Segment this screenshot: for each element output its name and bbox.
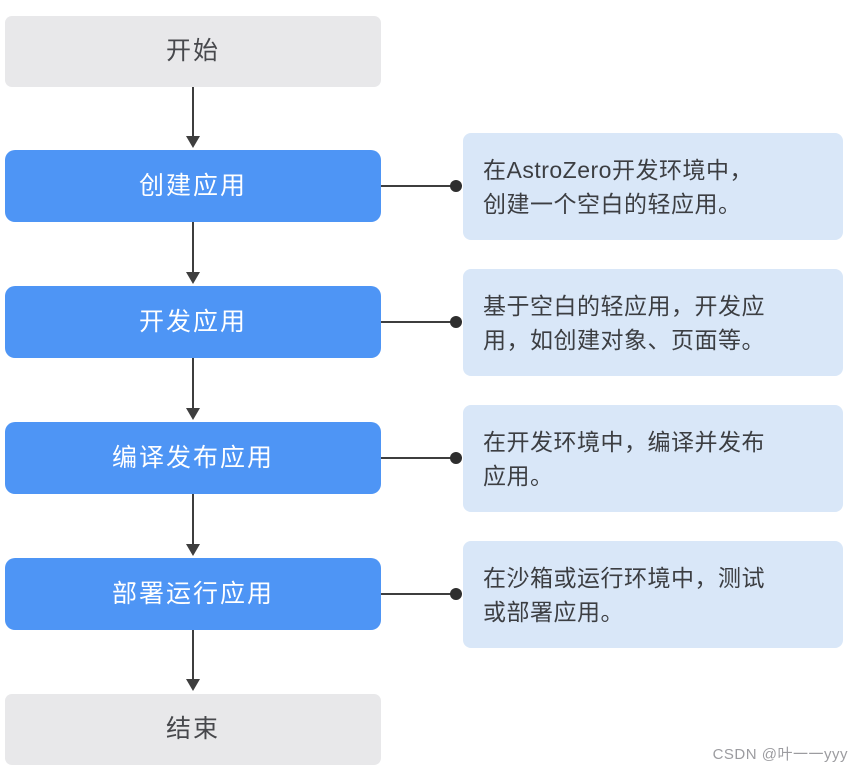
callout-connector-line — [381, 457, 453, 459]
flow-node-compile-publish-label: 编译发布应用 — [111, 443, 274, 472]
callout-connector-line — [381, 593, 453, 595]
flow-node-develop-app-label: 开发应用 — [138, 307, 247, 336]
callout-connector-dot-icon — [450, 452, 462, 464]
callout-compile-publish: 在开发环境中，编译并发布 应用。 — [463, 405, 843, 512]
flow-node-start: 开始 — [5, 16, 381, 87]
flow-arrow-line — [192, 87, 194, 136]
flow-node-end-label: 结束 — [165, 715, 220, 743]
callout-connector-dot-icon — [450, 180, 462, 192]
flow-node-deploy-run: 部署运行应用 — [5, 558, 381, 630]
flow-arrow-line — [192, 494, 194, 544]
flow-arrow-line — [192, 222, 194, 272]
flow-node-end: 结束 — [5, 694, 381, 765]
callout-connector-line — [381, 185, 453, 187]
flow-arrow-line — [192, 358, 194, 408]
callout-create-app-text: 在AstroZero开发环境中， 创建一个空白的轻应用。 — [483, 156, 753, 217]
flow-node-create-app: 创建应用 — [5, 150, 381, 222]
flow-node-deploy-run-label: 部署运行应用 — [111, 579, 274, 608]
flow-node-develop-app: 开发应用 — [5, 286, 381, 358]
callout-connector-dot-icon — [450, 316, 462, 328]
flow-node-compile-publish: 编译发布应用 — [5, 422, 381, 494]
callout-create-app: 在AstroZero开发环境中， 创建一个空白的轻应用。 — [463, 133, 843, 240]
arrow-down-icon — [186, 544, 200, 556]
callout-connector-dot-icon — [450, 588, 462, 600]
callout-compile-publish-text: 在开发环境中，编译并发布 应用。 — [483, 428, 765, 489]
arrow-down-icon — [186, 679, 200, 691]
csdn-watermark: CSDN @叶一一yyy — [712, 746, 848, 763]
arrow-down-icon — [186, 136, 200, 148]
callout-connector-line — [381, 321, 453, 323]
callout-develop-app-text: 基于空白的轻应用，开发应 用，如创建对象、页面等。 — [483, 292, 765, 353]
callout-develop-app: 基于空白的轻应用，开发应 用，如创建对象、页面等。 — [463, 269, 843, 376]
arrow-down-icon — [186, 272, 200, 284]
callout-deploy-run: 在沙箱或运行环境中，测试 或部署应用。 — [463, 541, 843, 648]
arrow-down-icon — [186, 408, 200, 420]
callout-deploy-run-text: 在沙箱或运行环境中，测试 或部署应用。 — [483, 564, 765, 625]
flow-arrow-line — [192, 630, 194, 679]
flow-node-create-app-label: 创建应用 — [138, 171, 247, 200]
flow-node-start-label: 开始 — [165, 37, 220, 65]
